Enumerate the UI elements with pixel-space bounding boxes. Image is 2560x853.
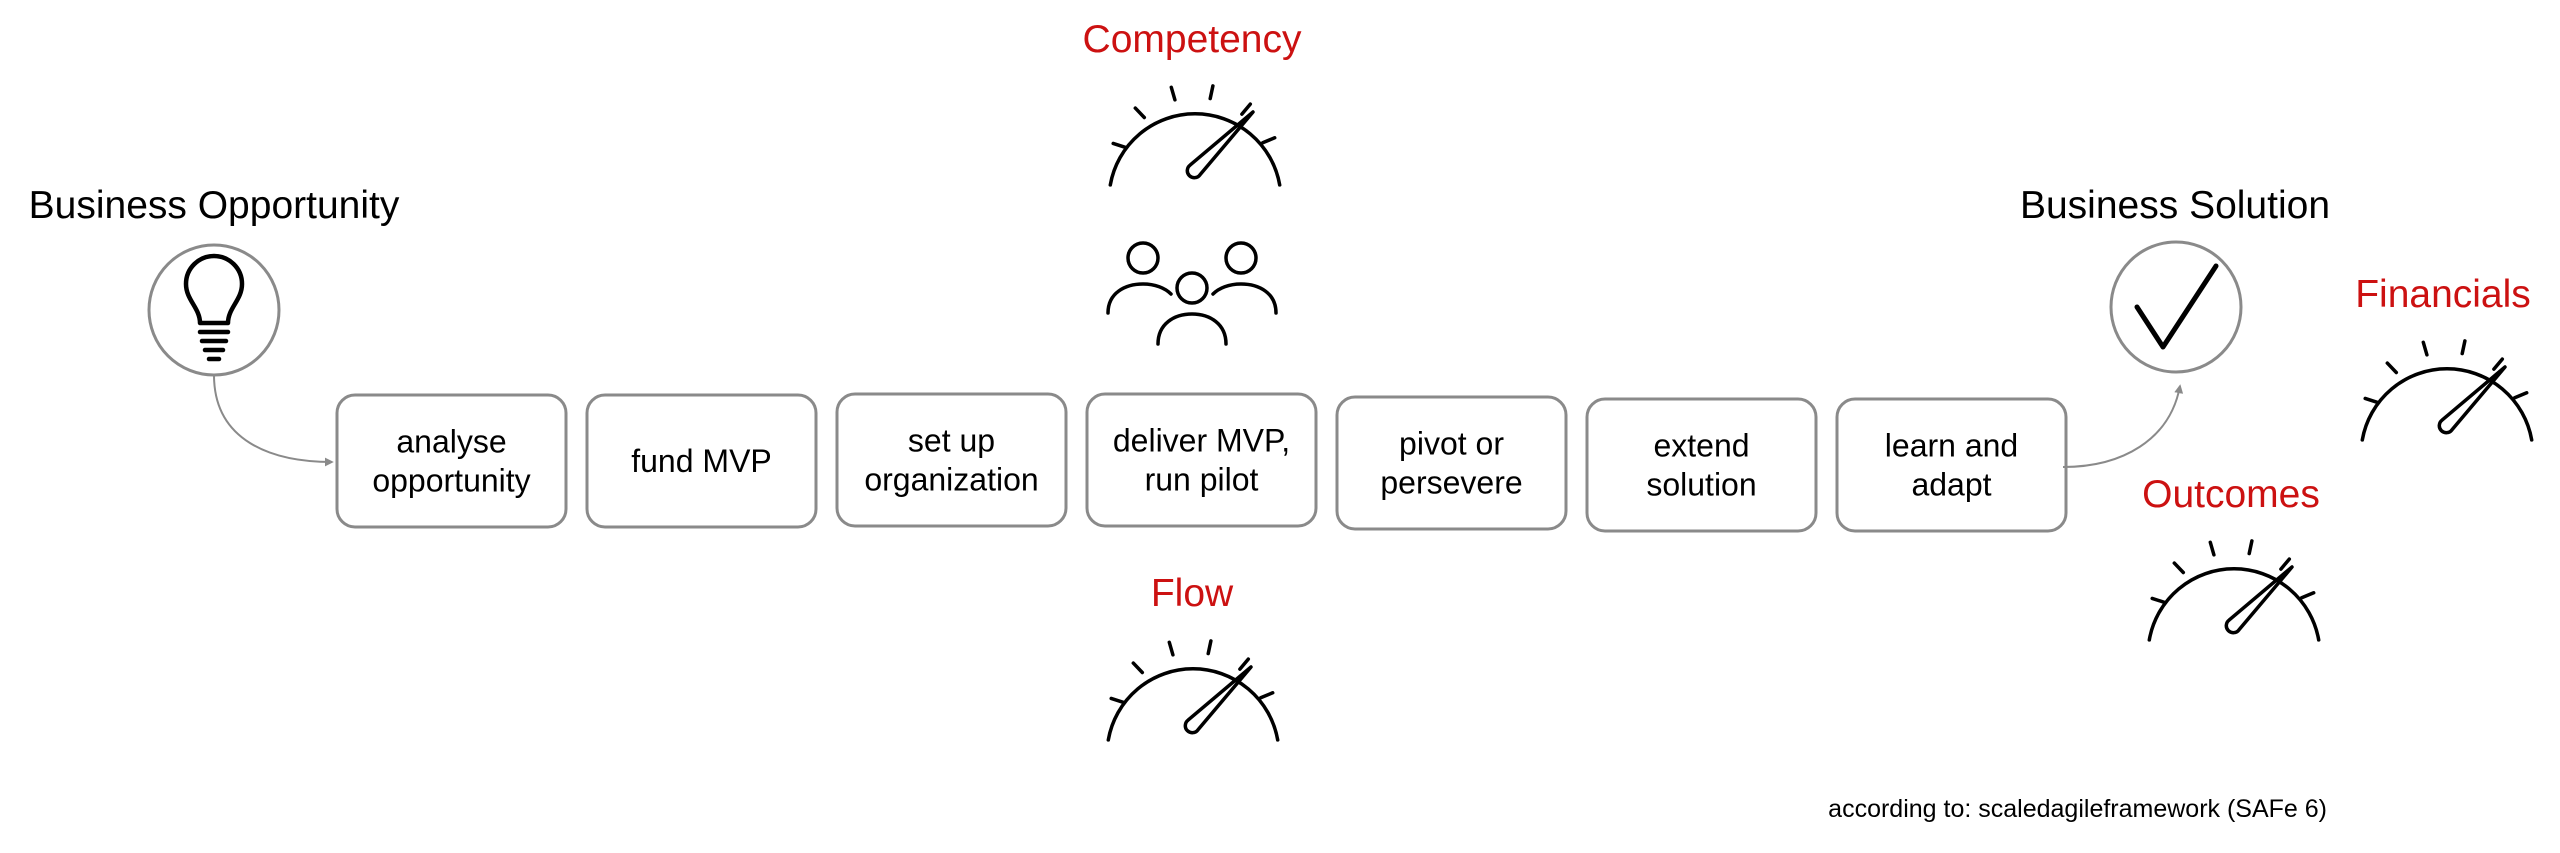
step-label: opportunity: [372, 463, 530, 499]
checkmark-icon: [2109, 240, 2243, 374]
lightbulb-icon: [147, 243, 281, 377]
step-box: [1835, 397, 2068, 533]
process-step: deliver MVP,run pilot: [1085, 392, 1318, 528]
gauges: [1106, 84, 2534, 742]
outcomes-gauge: [2147, 539, 2321, 642]
competency-label: Competency: [1083, 18, 1302, 61]
step-box: [335, 393, 568, 529]
team-icon: [1106, 241, 1278, 346]
step-box: [1085, 392, 1318, 528]
outcomes-label: Outcomes: [2142, 473, 2320, 516]
competency-gauge: [1108, 84, 1282, 187]
step-box: [1585, 397, 1818, 533]
source-footnote: according to: scaledagileframework (SAFe…: [1828, 795, 2327, 823]
financials-gauge: [2360, 339, 2534, 442]
business-opportunity-title: Business Opportunity: [29, 184, 400, 227]
step-label: solution: [1646, 467, 1756, 503]
financials-label: Financials: [2355, 273, 2531, 316]
step-label: fund MVP: [631, 443, 772, 479]
start-connector-arrow: [213, 374, 334, 467]
flow-gauge: [1106, 639, 1280, 742]
step-label: organization: [864, 462, 1038, 498]
step-label: adapt: [1911, 467, 1991, 503]
process-step: fund MVP: [585, 393, 818, 529]
flow-label: Flow: [1151, 572, 1234, 615]
step-box: [585, 393, 818, 529]
step-box: [835, 392, 1068, 528]
end-connector-arrow: [2062, 384, 2184, 468]
step-box: [1335, 395, 1568, 531]
step-label: run pilot: [1145, 462, 1259, 498]
step-label: analyse: [396, 424, 506, 460]
step-label: extend: [1653, 428, 1749, 464]
step-label: learn and: [1885, 428, 2018, 464]
step-label: persevere: [1380, 465, 1522, 501]
business-solution-title: Business Solution: [2020, 184, 2330, 227]
step-label: deliver MVP,: [1113, 423, 1290, 459]
step-label: pivot or: [1399, 426, 1504, 462]
step-label: set up: [908, 423, 995, 459]
